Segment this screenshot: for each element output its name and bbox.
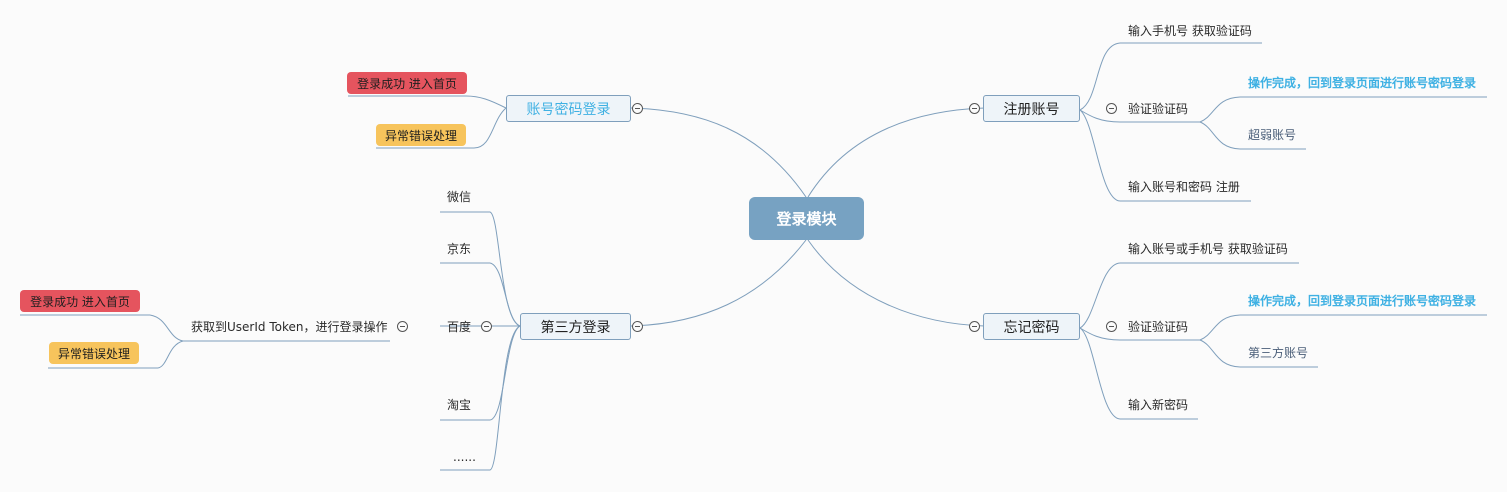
step-account-code[interactable]: 输入账号或手机号 获取验证码	[1128, 242, 1288, 256]
collapse-icon[interactable]	[969, 321, 980, 332]
collapse-icon[interactable]	[397, 321, 408, 332]
topic-account-login[interactable]: 账号密码登录	[506, 95, 631, 122]
topic-register[interactable]: 注册账号	[983, 95, 1080, 122]
collapse-icon[interactable]	[632, 321, 643, 332]
item-baidu[interactable]: 百度	[447, 320, 472, 334]
step-get-userid-token[interactable]: 获取到UserId Token，进行登录操作	[191, 320, 388, 334]
tag-error-handling[interactable]: 异常错误处理	[49, 342, 139, 364]
collapse-icon[interactable]	[1106, 103, 1117, 114]
item-more[interactable]: ......	[453, 450, 476, 464]
topic-forgot-password[interactable]: 忘记密码	[983, 313, 1080, 340]
step-phone-code[interactable]: 输入手机号 获取验证码	[1128, 24, 1252, 38]
step-done-return[interactable]: 操作完成，回到登录页面进行账号密码登录	[1248, 294, 1477, 308]
tag-login-success[interactable]: 登录成功 进入首页	[20, 290, 140, 312]
item-taobao[interactable]: 淘宝	[447, 398, 472, 412]
item-jd[interactable]: 京东	[447, 242, 472, 256]
tag-login-success[interactable]: 登录成功 进入首页	[347, 72, 467, 94]
collapse-icon[interactable]	[1106, 321, 1117, 332]
collapse-icon[interactable]	[481, 321, 492, 332]
item-wechat[interactable]: 微信	[447, 190, 472, 204]
step-verify-code[interactable]: 验证验证码	[1128, 320, 1189, 334]
collapse-icon[interactable]	[969, 103, 980, 114]
step-account-password[interactable]: 输入账号和密码 注册	[1128, 180, 1240, 194]
topic-third-party-login[interactable]: 第三方登录	[520, 313, 631, 340]
tag-error-handling[interactable]: 异常错误处理	[376, 124, 466, 146]
step-new-password[interactable]: 输入新密码	[1128, 398, 1189, 412]
step-verify-code[interactable]: 验证验证码	[1128, 102, 1189, 116]
step-third-party-account[interactable]: 第三方账号	[1248, 346, 1309, 360]
collapse-icon[interactable]	[632, 103, 643, 114]
step-weak-account[interactable]: 超弱账号	[1248, 128, 1297, 142]
step-done-return[interactable]: 操作完成，回到登录页面进行账号密码登录	[1248, 76, 1477, 90]
central-topic[interactable]: 登录模块	[749, 197, 864, 240]
